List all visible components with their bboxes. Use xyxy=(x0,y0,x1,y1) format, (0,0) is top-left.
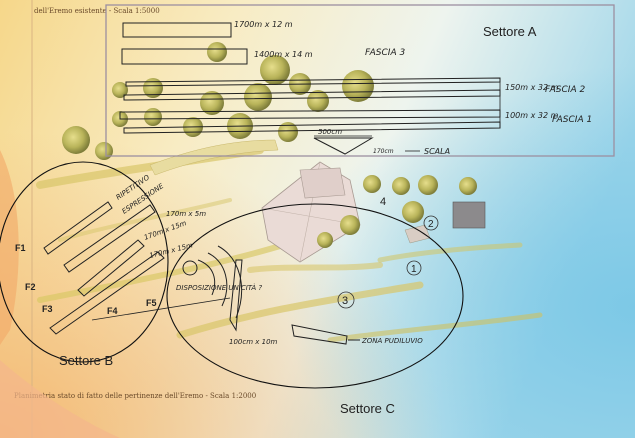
strip-top-dim: 1700m x 12 m xyxy=(234,20,293,29)
sector-c-boundary xyxy=(166,203,464,389)
fascia1-label: FASCIA 1 xyxy=(552,115,592,125)
building-eremo xyxy=(261,161,361,263)
sector-a-frame xyxy=(105,4,615,157)
svg-text:2: 2 xyxy=(428,219,434,230)
scale-label: SCALA xyxy=(424,147,450,156)
fascia3-label: FASCIA 3 xyxy=(365,48,405,58)
scale-height-label: 170cm xyxy=(373,148,394,155)
marker-3: 3 xyxy=(337,291,355,309)
sector-a-strips xyxy=(119,22,501,155)
note-zona-pudiluvio: ZONA PUDILUVIO xyxy=(361,337,423,345)
terrain-bands xyxy=(36,146,543,343)
strip-fascia3-dim: 1400m x 14 m xyxy=(254,50,313,59)
site-markers: 1 2 3 4 xyxy=(337,196,439,309)
marker-1: 1 xyxy=(406,260,422,276)
sector-b-boundary xyxy=(0,161,169,363)
sector-a-label: Settore A xyxy=(483,24,537,39)
svg-text:1: 1 xyxy=(411,264,417,275)
fascia2-label: FASCIA 2 xyxy=(545,85,585,95)
note-disposizione: DISPOSIZIONE UNICITÀ ? xyxy=(176,283,262,292)
marker-4: 4 xyxy=(380,196,386,208)
road xyxy=(149,139,279,176)
note-dim-c: 100cm x 10m xyxy=(229,338,278,346)
scale-length-label: 500cm xyxy=(318,128,342,136)
f4-label: F4 xyxy=(107,306,118,316)
svg-text:4: 4 xyxy=(380,196,386,208)
f2-label: F2 xyxy=(25,282,36,292)
f5-label: F5 xyxy=(146,298,157,308)
footer-caption: Planimetria stato di fatto delle pertine… xyxy=(14,392,256,400)
sector-b-strips xyxy=(43,201,231,335)
svg-text:3: 3 xyxy=(342,295,348,307)
note-dim-1: 170m x 5m xyxy=(166,210,206,218)
fascia2-dim: 150m x 32 m xyxy=(505,83,559,92)
sector-c-sketch xyxy=(182,245,360,345)
sector-c-label: Settore C xyxy=(340,401,395,416)
f1-label: F1 xyxy=(15,243,26,253)
terrain-edge xyxy=(0,150,19,345)
sector-b-label: Settore B xyxy=(59,353,113,368)
header-caption: dell'Eremo esistente - Scala 1:5000 xyxy=(34,7,160,15)
fascia1-dim: 100m x 32 m xyxy=(505,111,559,120)
marker-2: 2 xyxy=(423,215,439,231)
f3-label: F3 xyxy=(42,304,53,314)
building-small xyxy=(452,201,486,229)
